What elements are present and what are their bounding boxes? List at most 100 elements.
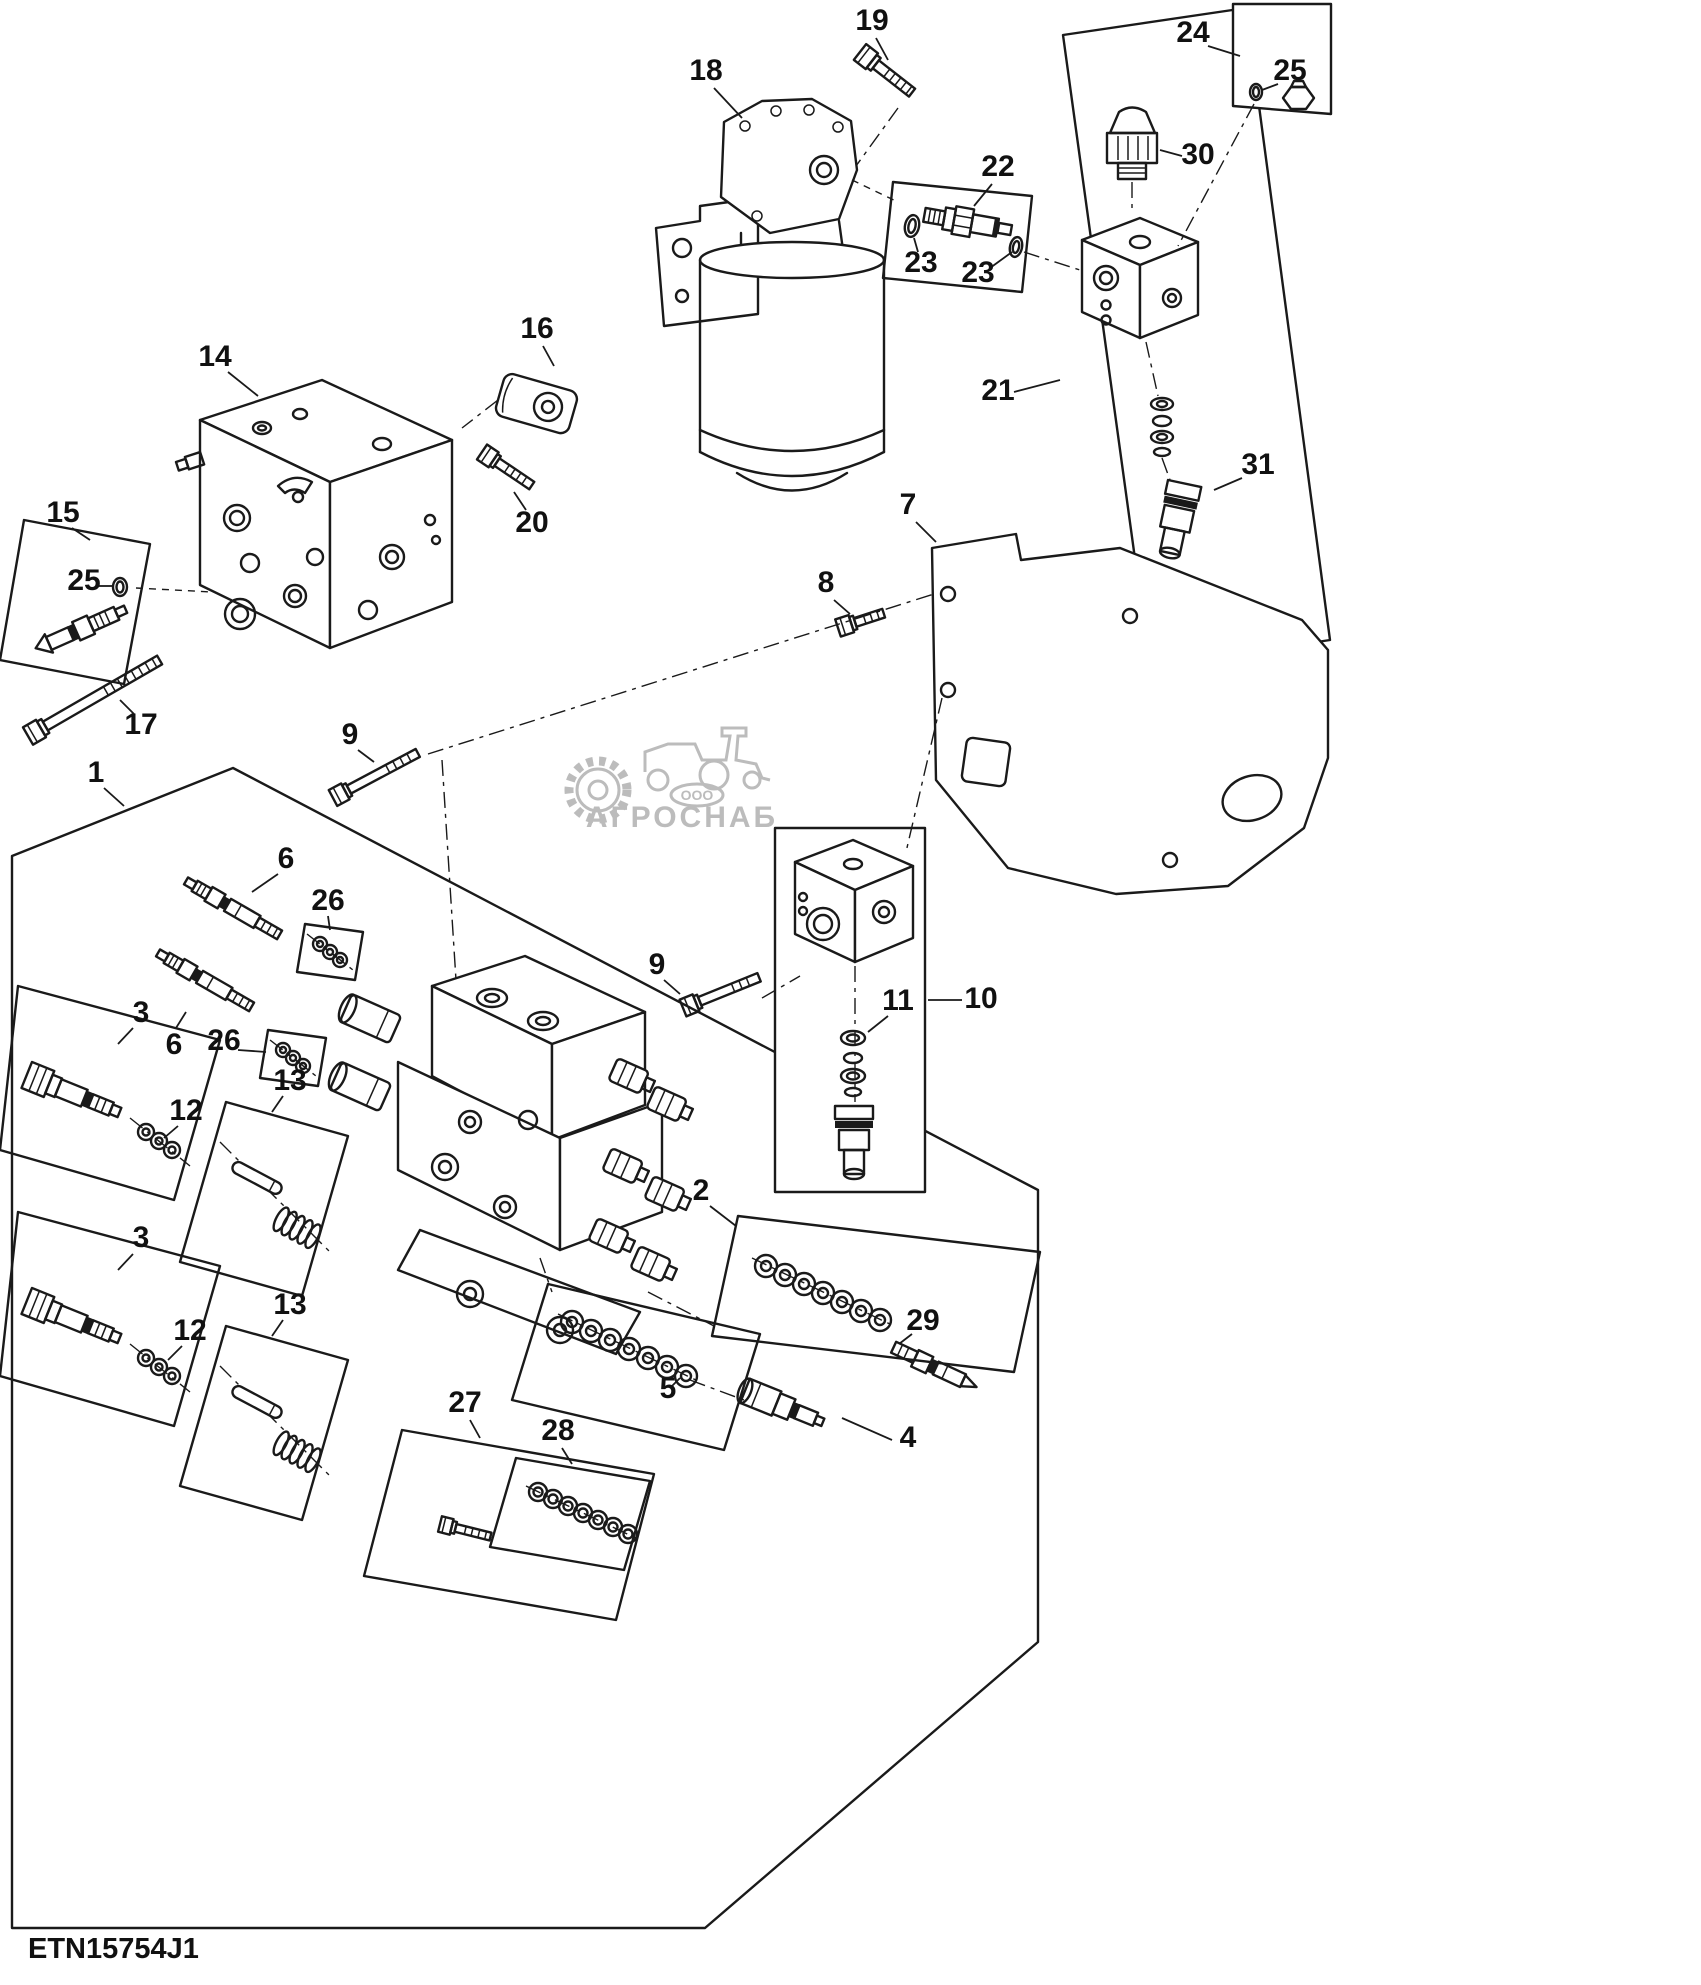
valve-assembly-10 xyxy=(773,826,927,1194)
callout-13[interactable]: 13 xyxy=(271,1064,307,1113)
control-valve-assembly xyxy=(327,954,697,1356)
callout-label-1: 1 xyxy=(88,756,105,789)
callout-label-22: 22 xyxy=(981,150,1014,183)
callout-18[interactable]: 18 xyxy=(689,54,743,119)
callout-label-19: 19 xyxy=(855,4,888,37)
callout-label-12: 12 xyxy=(169,1094,202,1127)
seal-stack-21 xyxy=(1149,396,1175,458)
callout-30[interactable]: 30 xyxy=(1159,138,1215,171)
callout-22[interactable]: 22 xyxy=(973,150,1015,207)
callout-29[interactable]: 29 xyxy=(898,1304,940,1345)
callout-label-3: 3 xyxy=(133,996,150,1029)
callout-label-25: 25 xyxy=(1273,54,1306,87)
callout-12[interactable]: 12 xyxy=(167,1314,207,1361)
callout-label-26: 26 xyxy=(207,1024,240,1057)
callout-label-2: 2 xyxy=(693,1174,710,1207)
valve-block-14 xyxy=(174,378,454,650)
callout-25[interactable]: 25 xyxy=(1261,54,1307,91)
callout-label-29: 29 xyxy=(906,1304,939,1337)
panel-24 xyxy=(1231,2,1333,116)
callout-15[interactable]: 15 xyxy=(46,496,91,541)
watermark-tractor-icon xyxy=(643,726,771,792)
callout-label-23: 23 xyxy=(961,256,994,289)
callout-1[interactable]: 1 xyxy=(88,756,125,807)
callout-5[interactable]: 5 xyxy=(660,1372,681,1405)
o-ring-25-left xyxy=(111,576,129,598)
callout-label-5: 5 xyxy=(660,1372,677,1405)
callout-label-12: 12 xyxy=(173,1314,206,1347)
callout-7[interactable]: 7 xyxy=(900,488,937,543)
callout-label-6: 6 xyxy=(278,842,295,875)
callout-label-17: 17 xyxy=(124,708,157,741)
callout-26[interactable]: 26 xyxy=(311,884,345,931)
callout-label-11: 11 xyxy=(882,984,914,1017)
watermark: ООО АГРОСНАБ xyxy=(564,726,778,834)
callout-20[interactable]: 20 xyxy=(513,491,549,539)
spool-panel-13-lower xyxy=(178,1324,350,1522)
callout-label-13: 13 xyxy=(273,1288,306,1321)
fitting-4 xyxy=(736,1377,826,1428)
callout-label-4: 4 xyxy=(900,1421,917,1454)
panel-1-outline xyxy=(10,766,1040,1930)
callout-9[interactable]: 9 xyxy=(342,718,375,763)
panel-15 xyxy=(0,518,152,686)
bolt-8 xyxy=(834,607,887,638)
callout-14[interactable]: 14 xyxy=(198,340,259,397)
callout-27[interactable]: 27 xyxy=(448,1386,482,1439)
watermark-company-prefix: ООО xyxy=(681,787,714,803)
callout-8[interactable]: 8 xyxy=(818,566,851,615)
seal-panel-26-upper xyxy=(295,922,365,982)
callout-label-15: 15 xyxy=(46,496,79,529)
callout-13[interactable]: 13 xyxy=(271,1288,307,1337)
callout-label-10: 10 xyxy=(964,982,997,1015)
fitting-22 xyxy=(922,205,1014,239)
callout-28[interactable]: 28 xyxy=(541,1414,575,1465)
callout-6[interactable]: 6 xyxy=(251,842,295,893)
relief-valve-panel-3-upper xyxy=(0,984,222,1202)
callout-19[interactable]: 19 xyxy=(855,4,889,61)
callout-17[interactable]: 17 xyxy=(119,699,158,741)
callout-label-25: 25 xyxy=(67,564,100,597)
callout-31[interactable]: 31 xyxy=(1213,448,1275,491)
spool-panel-13-upper xyxy=(178,1100,350,1298)
valve-block-21 xyxy=(1080,216,1200,340)
callout-label-31: 31 xyxy=(1241,448,1274,481)
callout-23[interactable]: 23 xyxy=(961,251,1013,289)
seal-panel-28 xyxy=(488,1456,652,1572)
callout-label-21: 21 xyxy=(981,374,1014,407)
callout-2[interactable]: 2 xyxy=(693,1174,737,1227)
callout-23[interactable]: 23 xyxy=(904,237,938,279)
callout-11[interactable]: 11 xyxy=(867,984,914,1033)
callout-25[interactable]: 25 xyxy=(67,564,112,597)
callout-3[interactable]: 3 xyxy=(117,1221,149,1271)
callout-24[interactable]: 24 xyxy=(1176,16,1241,57)
watermark-company-name: АГРОСНАБ xyxy=(586,801,778,834)
mounting-bracket-7 xyxy=(930,532,1330,896)
o-ring-23-left xyxy=(903,213,921,239)
drawing-number: ETN15754J1 xyxy=(28,1933,199,1965)
callout-label-9: 9 xyxy=(342,718,359,751)
callout-12[interactable]: 12 xyxy=(163,1094,203,1139)
callout-6[interactable]: 6 xyxy=(166,1011,187,1061)
bolt-9-upper xyxy=(327,747,422,808)
fitting-6-lower xyxy=(152,944,257,1016)
callout-16[interactable]: 16 xyxy=(520,312,555,367)
bolt-20 xyxy=(475,443,536,491)
coupler-16 xyxy=(494,372,579,435)
fitting-6-upper xyxy=(180,872,285,944)
callout-label-16: 16 xyxy=(520,312,553,345)
callout-10[interactable]: 10 xyxy=(928,982,998,1015)
callout-26[interactable]: 26 xyxy=(207,1024,267,1057)
fitting-29 xyxy=(889,1340,978,1389)
callout-4[interactable]: 4 xyxy=(841,1417,917,1454)
fitting-31 xyxy=(1158,478,1203,560)
callout-21[interactable]: 21 xyxy=(981,374,1061,407)
callout-label-9: 9 xyxy=(649,948,666,981)
callout-label-24: 24 xyxy=(1176,16,1210,49)
callout-label-27: 27 xyxy=(448,1386,481,1419)
callout-9[interactable]: 9 xyxy=(649,948,681,995)
filter-assembly-18 xyxy=(654,97,886,492)
callout-3[interactable]: 3 xyxy=(117,996,150,1045)
